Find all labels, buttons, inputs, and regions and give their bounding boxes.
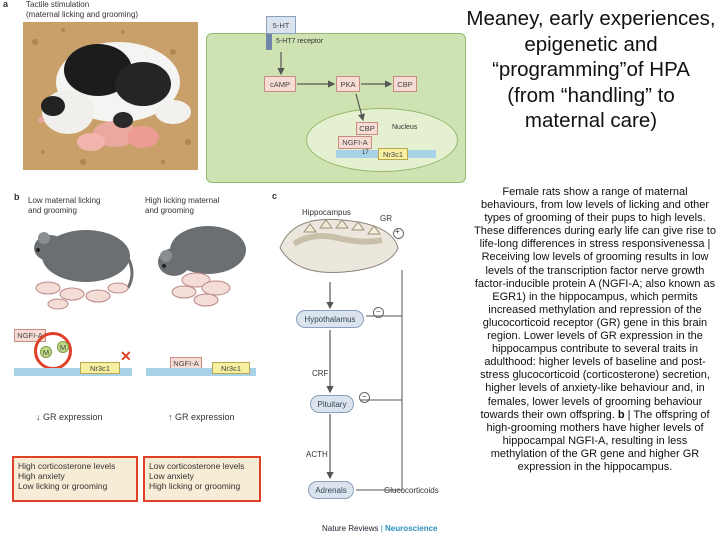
- outcome-low-2: High anxiety: [18, 471, 65, 481]
- pituitary-node: Pituitary: [310, 395, 354, 413]
- cbp-top-box: CBP: [393, 76, 417, 92]
- panel-c-letter: c: [272, 191, 278, 201]
- low-title-line1: Low maternal licking: [28, 196, 101, 205]
- cbp-box: CBP: [356, 122, 378, 135]
- cbp-top-label: CBP: [397, 79, 413, 89]
- low-title-line2: and grooming: [28, 206, 77, 215]
- serotonin-box: 5-HT: [266, 16, 296, 34]
- slide-title: Meaney, early experiences, epigenetic an…: [466, 7, 716, 132]
- high-title-line1: High licking maternal: [145, 196, 220, 205]
- ngfia-label: NGFI-A: [342, 138, 368, 147]
- gr-high-label: ↑ GR expression: [168, 412, 235, 422]
- journal-footer: Nature Reviews | Neuroscience: [322, 524, 437, 533]
- panel-a-letter: a: [3, 0, 9, 9]
- rat-mother-photo: [23, 22, 198, 170]
- footer-publisher: Nature Reviews: [322, 524, 379, 533]
- panel-a-caption-line2: (maternal licking and grooming): [26, 10, 139, 19]
- camp-box: cAMP: [264, 76, 296, 92]
- panel-c-arrows: [326, 270, 403, 491]
- outcome-low-1: High corticosterone levels: [18, 461, 116, 471]
- minus-sign-2: −: [362, 392, 367, 401]
- low-grooming-rats-illustration: [34, 230, 134, 310]
- body-text-part-2: | The offspring of high-grooming mothers…: [486, 408, 710, 473]
- panel-a-arrows: [277, 52, 393, 122]
- nr3c1-label: Nr3c1: [382, 149, 403, 159]
- adrenals-node: Adrenals: [308, 481, 354, 499]
- nr3c1-box: Nr3c1: [378, 148, 408, 160]
- minus-sign-1: −: [376, 307, 381, 316]
- hippocampus-label: Hippocampus: [302, 208, 351, 217]
- ngfia-right-label: NGFI-A: [173, 359, 199, 368]
- pka-label: PKA: [340, 79, 356, 89]
- outcome-high-box: Low corticosterone levels Low anxiety Hi…: [143, 456, 261, 502]
- nr3c1-right-box: Nr3c1: [212, 362, 250, 374]
- outcome-low-box: High corticosterone levels High anxiety …: [12, 456, 138, 502]
- body-text-bold-b: b: [617, 408, 625, 421]
- high-title-line2: and grooming: [145, 206, 194, 215]
- outcome-high-1: Low corticosterone levels: [149, 461, 245, 471]
- methyl-mark-2-label: M: [59, 342, 67, 352]
- feedback-minus-hypothalamus: −: [373, 307, 384, 318]
- high-grooming-rats-illustration: [158, 226, 246, 307]
- nr3c1-left-label: Nr3c1: [89, 363, 110, 373]
- ngfia-left-label: NGFI-A: [17, 331, 43, 340]
- gr-plus-sign: +: [395, 227, 400, 236]
- outcome-low-3: Low licking or grooming: [18, 481, 108, 491]
- panel-b-letter: b: [14, 192, 20, 202]
- pka-box: PKA: [336, 76, 360, 92]
- hypothalamus-node: Hypothalamus: [296, 310, 364, 328]
- nucleus-shape: [306, 108, 458, 172]
- feedback-minus-pituitary: −: [359, 392, 370, 403]
- gene-strand-left: [14, 368, 132, 376]
- nucleus-label: Nucleus: [392, 124, 418, 131]
- panel-a-caption-line1: Tactile stimulation: [26, 0, 90, 9]
- repression-cross: ✕: [120, 348, 132, 364]
- adrenals-label: Adrenals: [315, 485, 347, 495]
- outcome-high-2: Low anxiety: [149, 471, 194, 481]
- receptor-bar: [266, 34, 272, 50]
- methyl-mark-2: M: [57, 341, 69, 353]
- footer-separator: |: [380, 524, 383, 533]
- body-text-part-1: Female rats show a range of maternal beh…: [474, 186, 716, 421]
- nr3c1-left-box: Nr3c1: [80, 362, 120, 374]
- glucocorticoids-label: Glucocorticoids: [384, 486, 439, 495]
- slide-body-text: Female rats show a range of maternal beh…: [474, 186, 716, 474]
- outcome-high-3: High licking or grooming: [149, 481, 241, 491]
- gr-receptor-circle: [393, 228, 404, 239]
- crf-label: CRF: [312, 369, 329, 378]
- methyl-mark-1-label: M: [42, 347, 50, 357]
- gr-low-label: ↓ GR expression: [36, 412, 103, 422]
- gr-label: GR: [380, 214, 392, 223]
- methyl-mark-1: M: [40, 346, 52, 358]
- hypothalamus-label: Hypothalamus: [304, 314, 356, 324]
- gene-exon-label: 17: [362, 150, 369, 156]
- cbp-label: CBP: [359, 124, 375, 133]
- footer-journal: Neuroscience: [385, 524, 438, 533]
- receptor-label: 5-HT7 receptor: [276, 38, 324, 45]
- nr3c1-right-label: Nr3c1: [220, 363, 241, 373]
- hippocampus-shape: [279, 218, 399, 273]
- pituitary-label: Pituitary: [317, 399, 347, 409]
- gene-strand-right: [146, 368, 256, 376]
- camp-label: cAMP: [269, 79, 290, 89]
- ngfia-box: NGFI-A: [338, 136, 372, 149]
- acth-label: ACTH: [306, 450, 328, 459]
- serotonin-label: 5-HT: [272, 20, 290, 30]
